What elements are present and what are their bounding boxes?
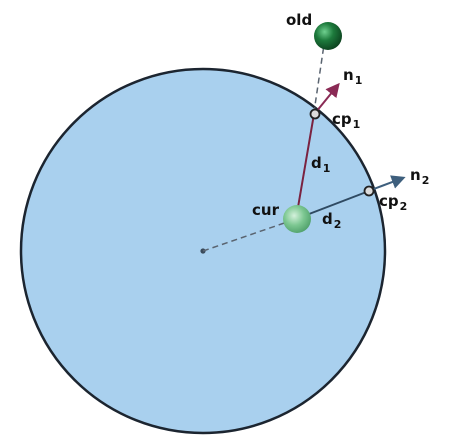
d1-line — [295, 113, 315, 220]
old-ball — [314, 22, 342, 50]
label-d1-sub: 1 — [323, 162, 331, 175]
label-n1-sub: 1 — [355, 74, 363, 87]
contact-point-cp1 — [309, 108, 321, 120]
contact-point-cp2 — [363, 185, 375, 197]
normal-n2-arrow — [370, 175, 406, 191]
label-n2-base: n — [410, 166, 421, 184]
label-cp2-base: cp — [379, 192, 399, 210]
label-d2-sub: 2 — [334, 218, 342, 231]
label-cur: cur — [252, 201, 280, 219]
label-d2-base: d — [322, 210, 333, 228]
label-d1: d1 — [311, 154, 330, 175]
normal-n1-arrow — [315, 82, 340, 113]
label-cp2: cp2 — [379, 192, 407, 213]
label-cp1-sub: 1 — [353, 118, 361, 131]
label-n2: n2 — [410, 166, 429, 187]
label-d2: d2 — [322, 210, 341, 231]
label-n2-sub: 2 — [422, 174, 430, 187]
cur-ball — [283, 205, 311, 233]
label-cp2-sub: 2 — [400, 200, 408, 213]
label-d1-base: d — [311, 154, 322, 172]
label-cp1-base: cp — [332, 110, 352, 128]
label-n1-base: n — [343, 66, 354, 84]
label-n1: n1 — [343, 66, 362, 87]
center-to-cur-dashed-line — [202, 218, 297, 252]
label-old: old — [286, 11, 312, 29]
label-cp1: cp1 — [332, 110, 360, 131]
old-to-cp1-dashed-line — [313, 37, 326, 113]
